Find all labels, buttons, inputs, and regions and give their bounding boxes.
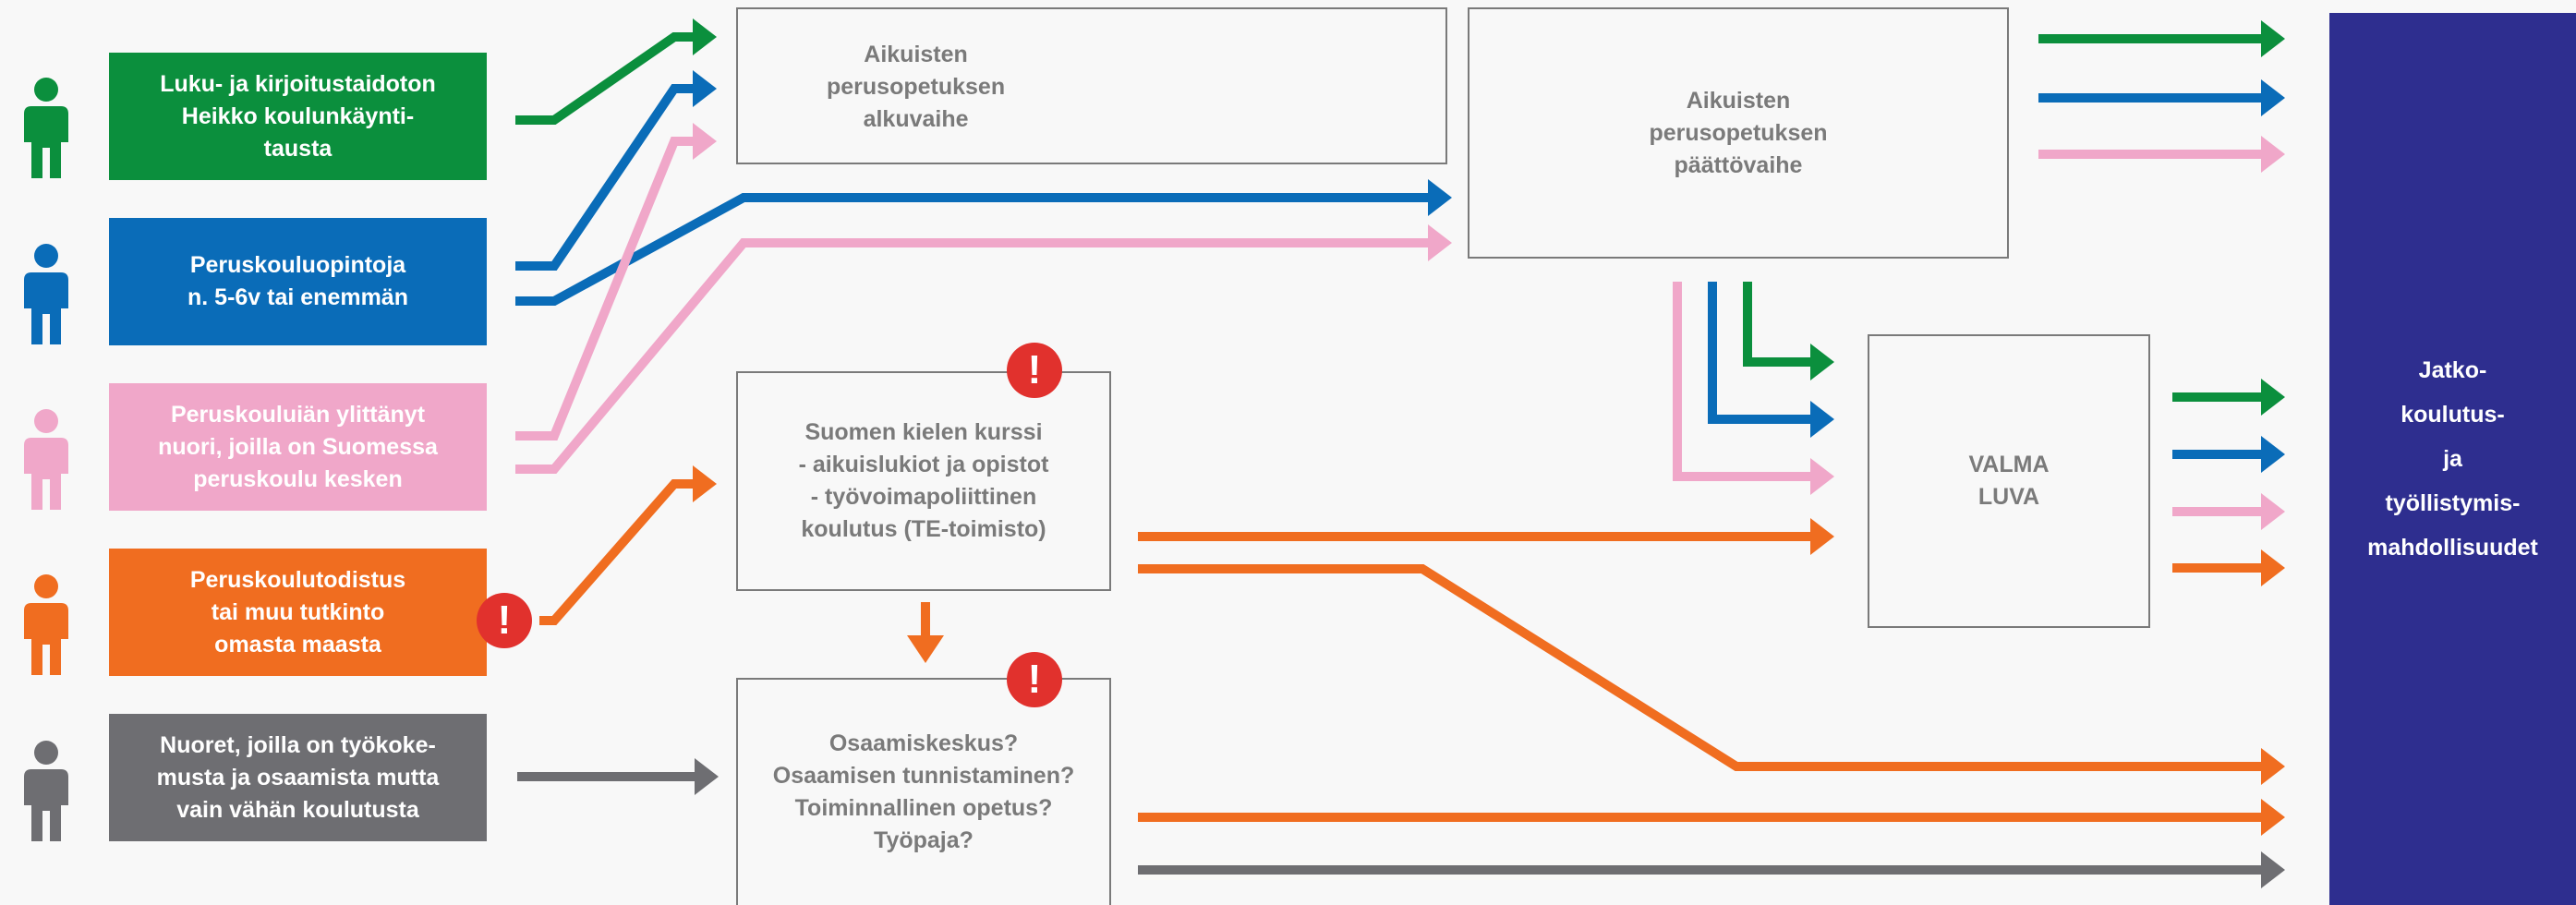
exclamation-icon: ! xyxy=(1007,652,1062,707)
box-valma-text: VALMA LUVA xyxy=(1968,452,2050,510)
box-final-phase: Aikuisten perusopetuksen päättövaihe xyxy=(1468,7,2009,259)
box-initial-phase: Aikuisten perusopetuksen alkuvaihe xyxy=(736,7,1447,164)
arrowhead xyxy=(1810,401,1834,438)
path-basic-to-final xyxy=(515,193,1430,306)
box-final-phase-text: Aikuisten perusopetuksen päättövaihe xyxy=(1649,87,1828,178)
person-icon xyxy=(24,78,68,178)
arrowhead xyxy=(2261,549,2285,586)
path-final-to-valma-pink xyxy=(1673,282,1810,481)
source-certificate: Peruskoulutodistus tai muu tutkinto omas… xyxy=(109,549,487,676)
path-final-to-valma-blue xyxy=(1708,282,1810,424)
arrowhead xyxy=(1810,518,1834,555)
source-line: peruskoulu kesken xyxy=(193,465,403,492)
arrowhead xyxy=(2261,136,2285,173)
source-line: omasta maasta xyxy=(214,631,381,658)
arrowhead xyxy=(2261,493,2285,530)
source-line: Peruskouluopintoja xyxy=(189,252,406,278)
source-line: tai muu tutkinto xyxy=(211,598,385,625)
arrowhead xyxy=(2261,851,2285,888)
source-line: n. 5-6v tai enemmän xyxy=(187,284,408,310)
exclamation-icon: ! xyxy=(477,593,532,648)
path-course-to-outcome xyxy=(1138,564,2261,771)
source-over-age: Peruskouluiän ylittänyt nuori, joilla on… xyxy=(109,383,487,511)
arrowhead xyxy=(693,70,717,107)
arrowhead xyxy=(693,465,717,502)
source-line: musta ja osaamista mutta xyxy=(156,764,440,790)
arrowhead xyxy=(2261,379,2285,416)
box-initial-phase-text: Aikuisten perusopetuksen alkuvaihe xyxy=(827,42,1006,132)
path-basic-to-initial xyxy=(515,84,693,271)
arrowhead xyxy=(1810,344,1834,380)
source-line: Heikko koulunkäynti- xyxy=(181,103,415,129)
source-basic-school-studies: Peruskouluopintoja n. 5-6v tai enemmän xyxy=(109,218,487,345)
source-line: Peruskoulutodistus xyxy=(189,566,406,593)
alert-symbol: ! xyxy=(1027,657,1042,702)
person-icon xyxy=(24,741,68,841)
box-finnish-course-text: Suomen kielen kurssi - aikuislukiot ja o… xyxy=(798,419,1049,542)
arrowhead xyxy=(695,758,719,795)
source-line: tausta xyxy=(263,135,333,162)
arrowhead xyxy=(2261,79,2285,116)
person-icon xyxy=(24,574,68,675)
arrowhead xyxy=(693,18,717,55)
alert-symbol: ! xyxy=(1027,347,1042,392)
source-line: nuori, joilla on Suomessa xyxy=(158,433,438,460)
arrowhead xyxy=(1810,458,1834,495)
box-valma: VALMA LUVA xyxy=(1868,334,2150,628)
person-icon xyxy=(24,244,68,344)
box-competence-center-text: Osaamiskeskus? Osaamisen tunnistaminen? … xyxy=(772,730,1075,853)
outcome-panel: Jatko- koulutus- ja työllistymis- mahdol… xyxy=(2329,13,2576,905)
alert-symbol: ! xyxy=(497,597,512,643)
box-competence-center: Osaamiskeskus? Osaamisen tunnistaminen? … xyxy=(736,678,1111,905)
path-overage-to-final xyxy=(515,238,1430,474)
source-illiterate: Luku- ja kirjoitustaidoton Heikko koulun… xyxy=(109,53,487,180)
arrowhead xyxy=(907,635,944,663)
arrowhead xyxy=(693,123,717,160)
arrowhead xyxy=(2261,436,2285,473)
path-certificate-to-course xyxy=(539,479,693,625)
arrowhead xyxy=(1428,179,1452,216)
arrowhead xyxy=(2261,748,2285,785)
source-work-experience: Nuoret, joilla on työkoke- musta ja osaa… xyxy=(109,714,487,841)
source-line: Peruskouluiän ylittänyt xyxy=(170,401,426,428)
arrowhead xyxy=(2261,20,2285,57)
path-overage-to-initial xyxy=(515,137,693,440)
person-icon xyxy=(24,409,68,510)
source-line: Luku- ja kirjoitustaidoton xyxy=(160,70,436,97)
path-illiterate-to-initial xyxy=(515,32,693,125)
source-line: Nuoret, joilla on työkoke- xyxy=(160,731,436,758)
exclamation-icon: ! xyxy=(1007,343,1062,398)
outcome-text: Jatko- koulutus- ja työllistymis- mahdol… xyxy=(2367,357,2538,561)
path-final-to-valma-green xyxy=(1743,282,1810,367)
arrowhead xyxy=(1428,224,1452,261)
arrowhead xyxy=(2261,799,2285,836)
box-finnish-course: Suomen kielen kurssi - aikuislukiot ja o… xyxy=(736,371,1111,591)
source-line: vain vähän koulutusta xyxy=(176,796,419,823)
